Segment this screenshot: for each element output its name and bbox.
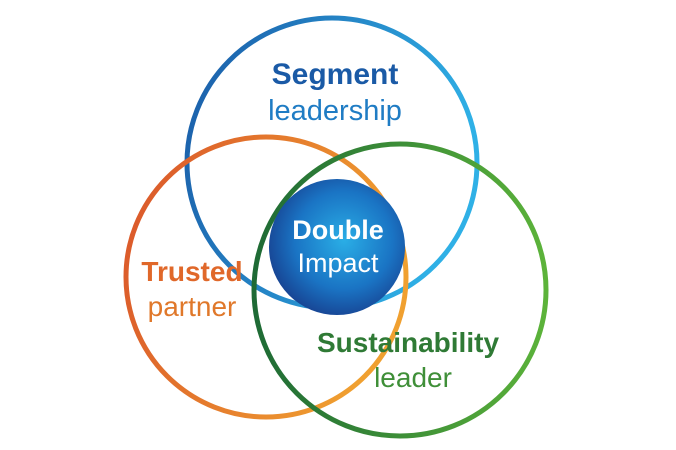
center-title: Double xyxy=(292,215,384,245)
segment-title: Segment xyxy=(272,58,399,91)
double-impact-ball xyxy=(269,179,405,315)
trusted-partner-circle xyxy=(123,134,409,420)
center-subtitle: Impact xyxy=(297,248,379,278)
sustainability-leader-circle xyxy=(251,141,549,439)
trusted-title: Trusted xyxy=(141,256,242,287)
trusted-subtitle: partner xyxy=(148,291,237,322)
sustainability-title: Sustainability xyxy=(317,327,499,358)
segment-subtitle: leadership xyxy=(268,95,402,127)
sustainability-subtitle: leader xyxy=(374,362,452,393)
